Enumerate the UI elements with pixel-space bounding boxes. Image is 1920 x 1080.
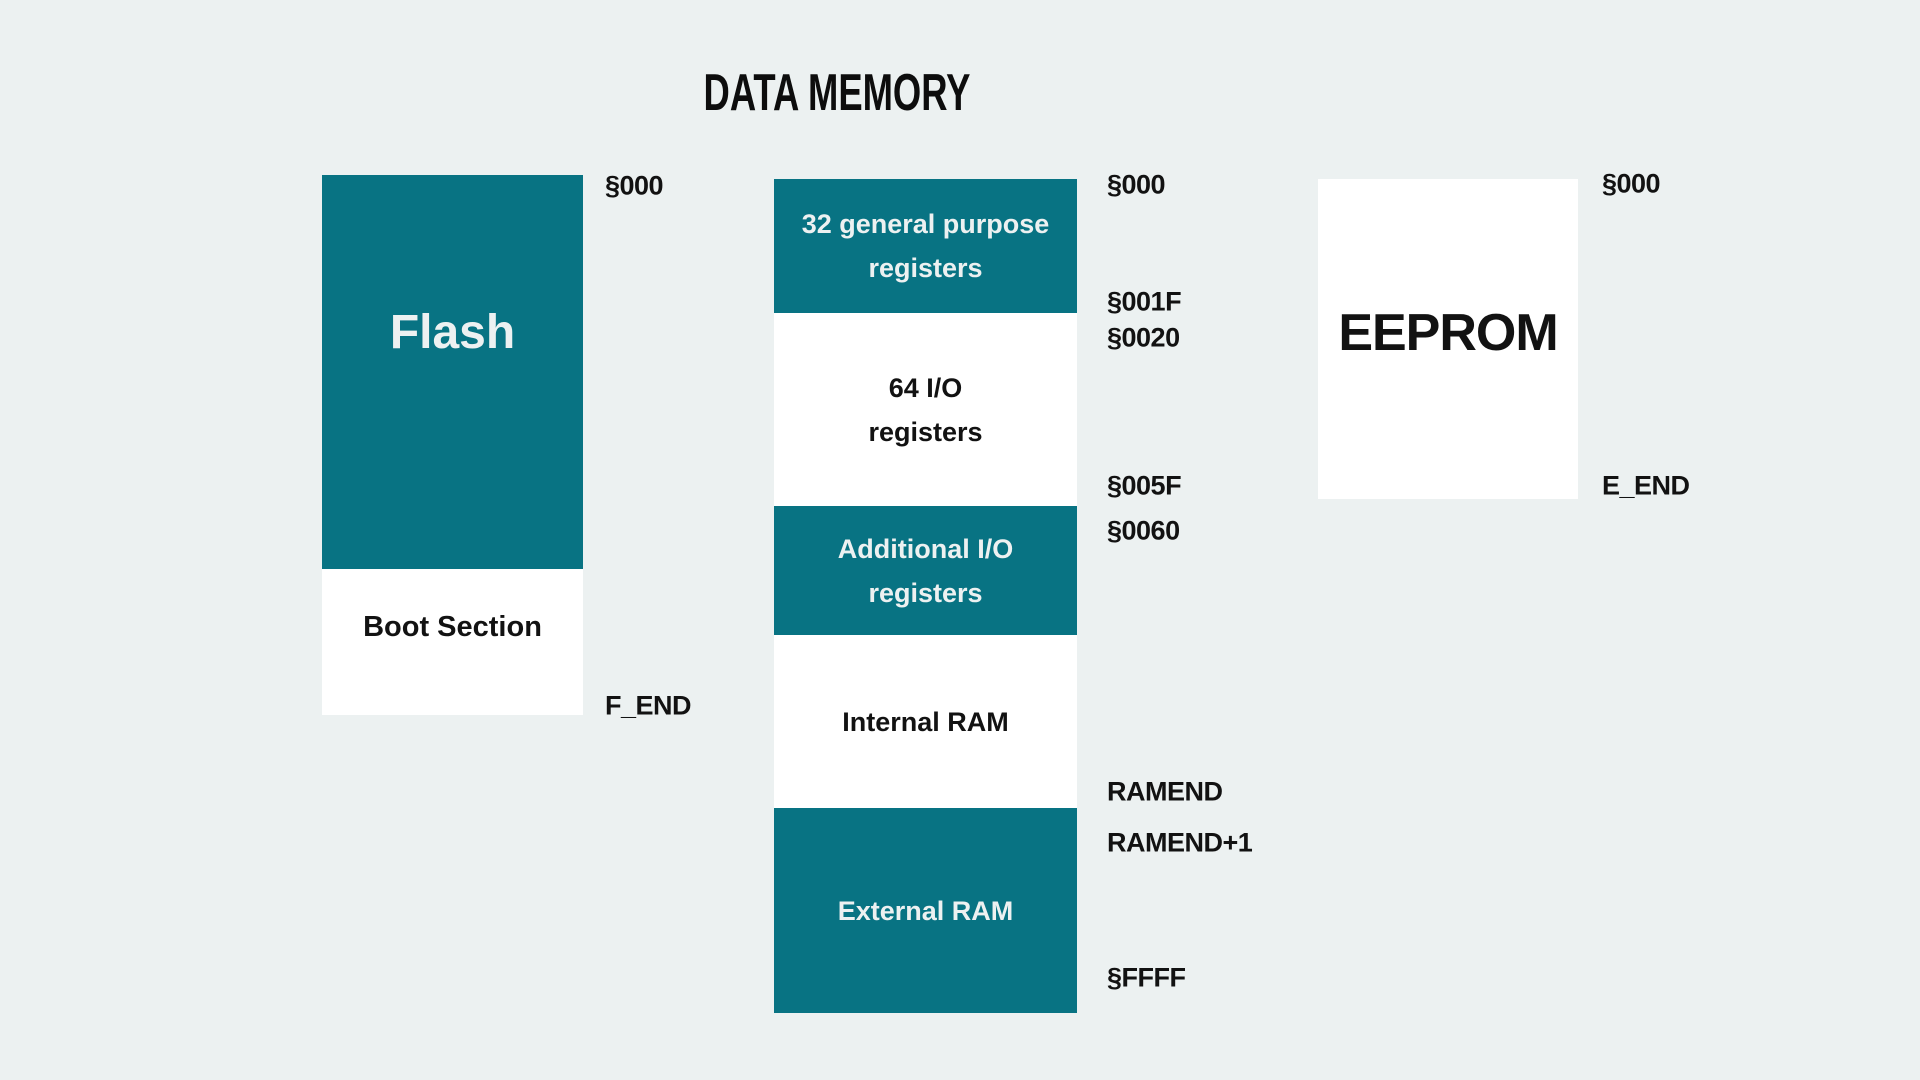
address-label-000: §000: [1107, 169, 1166, 200]
address-label-ffff: §FFFF: [1107, 962, 1186, 993]
block-general-purpose-registers: 32 general purpose registers: [774, 179, 1077, 313]
page-title-text: DATA MEMORY: [703, 64, 971, 122]
boot-section-block: Boot Section: [322, 569, 583, 715]
address-label-001f: §001F: [1107, 286, 1182, 317]
block-label-line: 64 I/O: [888, 372, 963, 403]
address-label-eeprom-end: E_END: [1602, 470, 1690, 501]
flash-block: Flash: [322, 175, 583, 569]
block-label-line: registers: [868, 253, 983, 283]
eeprom-block-label: EEPROM: [1338, 304, 1558, 362]
block-label-line: Additional I/O: [837, 533, 1014, 564]
address-label-eeprom-start: §000: [1602, 168, 1661, 199]
boot-section-label: Boot Section: [363, 610, 542, 643]
block-label-line: registers: [868, 577, 983, 608]
address-label-0060: §0060: [1107, 515, 1180, 546]
address-label-flash-end: F_END: [605, 690, 692, 721]
block-label-line: External RAM: [837, 895, 1014, 926]
block-additional-io-registers: Additional I/O registers: [774, 506, 1077, 635]
address-label-005f: §005F: [1107, 470, 1182, 501]
block-internal-ram: Internal RAM: [774, 635, 1077, 808]
address-label-ramend-1: RAMEND+1: [1107, 827, 1253, 858]
flash-block-label: Flash: [389, 305, 516, 359]
block-label-line: Internal RAM: [842, 706, 1009, 737]
block-external-ram: External RAM: [774, 808, 1077, 1013]
block-io-registers: 64 I/O registers: [774, 313, 1077, 506]
address-label-0020: §0020: [1107, 322, 1180, 353]
address-label-ramend: RAMEND: [1107, 776, 1223, 807]
eeprom-block: EEPROM: [1318, 179, 1578, 499]
address-label-flash-start: §000: [605, 170, 664, 201]
page-title: DATA MEMORY: [646, 63, 1027, 123]
block-label-line: registers: [868, 416, 983, 447]
block-label-line: 32 general purpose: [801, 209, 1050, 239]
